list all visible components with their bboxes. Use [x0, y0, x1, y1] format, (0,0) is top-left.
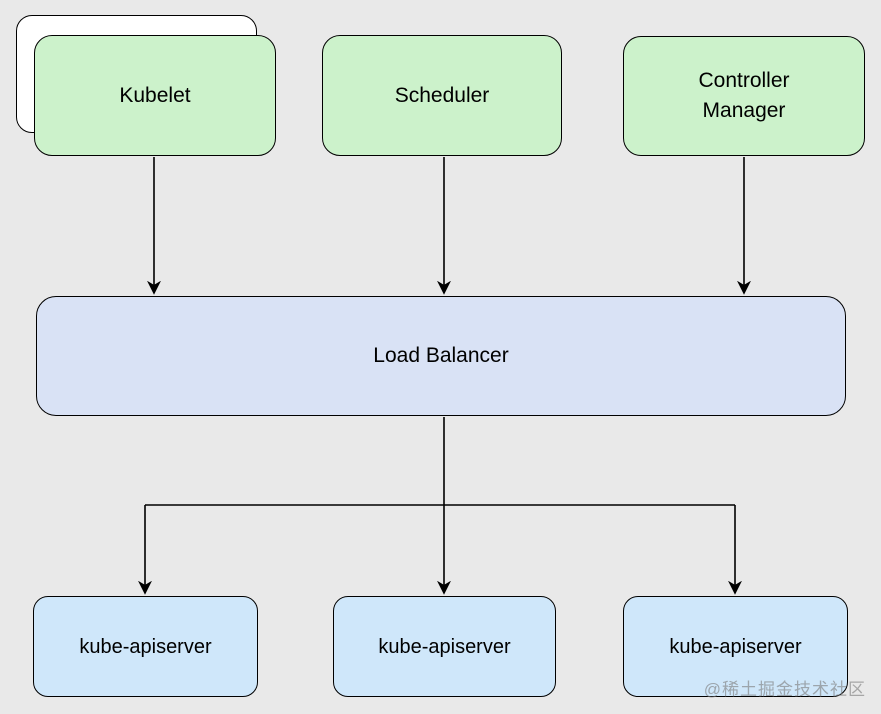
node-kube-apiserver-1: kube-apiserver [33, 596, 258, 697]
node-scheduler-label: Scheduler [394, 83, 490, 107]
node-kubelet: Kubelet [34, 35, 276, 156]
watermark-text: @稀土掘金技术社区 [703, 680, 866, 699]
node-kubelet-label: Kubelet [119, 83, 191, 107]
node-controller-manager: Controller Manager [623, 36, 865, 156]
node-kube-apiserver-1-label: kube-apiserver [79, 635, 212, 658]
node-load-balancer: Load Balancer [36, 296, 846, 416]
node-controller-manager-label: Controller Manager [698, 69, 790, 122]
node-kube-apiserver-2: kube-apiserver [333, 596, 556, 697]
node-kube-apiserver-3: kube-apiserver [623, 596, 848, 697]
node-scheduler: Scheduler [322, 35, 562, 156]
node-load-balancer-label: Load Balancer [373, 344, 509, 367]
node-kube-apiserver-3-label: kube-apiserver [669, 635, 802, 658]
node-kube-apiserver-2-label: kube-apiserver [378, 635, 511, 658]
